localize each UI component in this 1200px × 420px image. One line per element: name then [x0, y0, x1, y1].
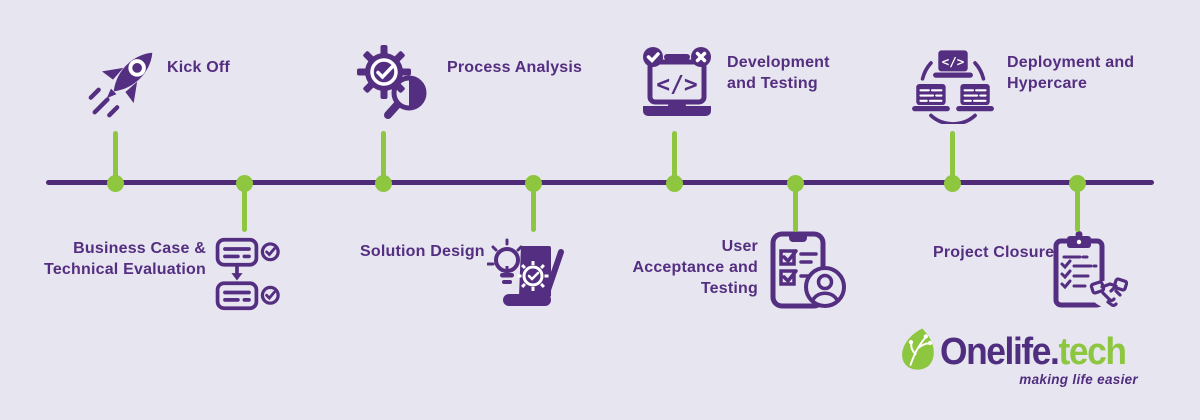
logo-tagline: making life easier — [1019, 372, 1138, 387]
milestone-label-process-analysis: Process Analysis — [447, 59, 583, 76]
milestone-label-kick-off: Kick Off — [167, 59, 230, 76]
stem-development — [671, 131, 677, 183]
connected-devices-icon: </> — [911, 44, 995, 124]
timeline-line — [46, 180, 1154, 185]
timeline-dot — [106, 175, 124, 192]
stem-project-closure — [1074, 184, 1080, 232]
milestone-label-project-closure: Project Closure — [933, 244, 1055, 261]
stem-deployment — [949, 131, 955, 183]
timeline-dot — [374, 175, 392, 192]
milestone-label-solution-design: Solution Design — [360, 243, 485, 260]
stem-solution-design — [530, 184, 536, 232]
stem-business-case — [241, 184, 247, 232]
timeline-dot — [943, 175, 961, 192]
stem-kick-off — [112, 131, 118, 183]
leaf-icon — [899, 327, 937, 373]
clipboard-handshake-icon — [1048, 231, 1128, 315]
svg-text:</>: </> — [656, 72, 698, 98]
logo-text-secondary: tech — [1058, 331, 1126, 373]
documents-approval-icon — [212, 234, 286, 314]
gear-magnifier-icon — [356, 44, 436, 124]
milestone-label-deployment: Deployment and Hypercare — [1007, 54, 1135, 93]
timeline-dot — [1068, 175, 1086, 192]
idea-blueprint-icon — [487, 238, 567, 316]
logo-text-primary: Onelife. — [940, 331, 1060, 373]
laptop-code-icon: </> — [637, 46, 717, 124]
logo-wordmark: Onelife.tech — [940, 331, 1127, 374]
stem-process-analysis — [380, 131, 386, 183]
svg-text:</>: </> — [942, 54, 965, 69]
milestone-label-user-acceptance: User Acceptance and Testing — [632, 238, 758, 298]
milestone-label-business-case: Business Case & Technical Evaluation — [44, 240, 206, 279]
stem-user-acceptance — [792, 184, 798, 232]
timeline-dot — [235, 175, 253, 192]
timeline-dot — [786, 175, 804, 192]
timeline-dot — [665, 175, 683, 192]
timeline-dot — [524, 175, 542, 192]
checklist-user-icon — [767, 231, 849, 311]
milestone-label-development: Development and Testing — [727, 54, 830, 93]
rocket-icon — [84, 42, 162, 124]
